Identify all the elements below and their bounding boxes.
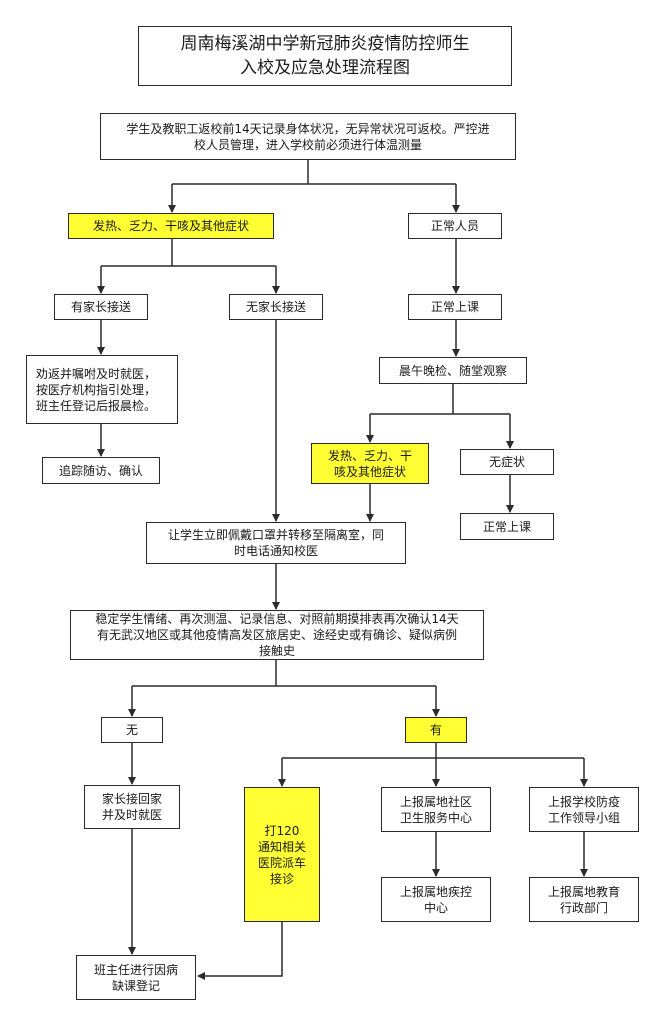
node-normal-person: 正常人员 — [408, 213, 502, 239]
node-follow-up: 追踪随访、确认 — [42, 457, 160, 484]
node-report-cdc: 上报属地疾控 中心 — [381, 877, 491, 922]
connector-symptoms1-split — [101, 239, 276, 267]
connector-daily-check-split — [370, 384, 510, 415]
node-normal-class-1: 正常上课 — [408, 294, 502, 320]
node-report-school-leader: 上报学校防疫 工作领导小组 — [529, 787, 639, 832]
node-symptoms-at-entry: 发热、乏力、干咳及其他症状 — [68, 213, 274, 239]
node-isolation: 让学生立即佩戴口罩并转移至隔离室，同 时电话通知校医 — [146, 522, 406, 564]
node-advise-medical: 劝返并嘱咐及时就医， 按医疗机构指引处理， 班主任登记后报晨检。 — [26, 355, 178, 424]
node-result-none: 无 — [101, 717, 163, 743]
node-no-parent-pickup: 无家长接送 — [229, 294, 323, 320]
node-report-education: 上报属地教育 行政部门 — [529, 877, 639, 922]
flowchart-title: 周南梅溪湖中学新冠肺炎疫情防控师生 入校及应急处理流程图 — [138, 26, 512, 86]
node-symptoms-during-school: 发热、乏力、干 咳及其他症状 — [311, 443, 429, 484]
connector-recheck-split — [132, 660, 436, 687]
node-report-community: 上报属地社区 卫生服务中心 — [381, 787, 491, 832]
node-no-symptoms: 无症状 — [460, 449, 554, 475]
node-entry-requirements: 学生及教职工返校前14天记录身体状况，无异常状况可返校。严控进 校人员管理，进入… — [100, 113, 516, 160]
node-result-yes: 有 — [405, 717, 467, 743]
node-parent-home: 家长接回家 并及时就医 — [84, 785, 180, 829]
node-recheck: 稳定学生情绪、再次测温、记录信息、对照前期摸排表再次确认14天 有无武汉地区或其… — [70, 610, 484, 660]
node-normal-class-2: 正常上课 — [460, 513, 554, 540]
node-parent-pickup: 有家长接送 — [54, 294, 148, 320]
node-absence-record: 班主任进行因病 缺课登记 — [76, 955, 196, 1000]
node-call-120: 打120 通知相关 医院派车 接诊 — [244, 787, 320, 922]
connector-entry-split — [172, 160, 456, 185]
connector-120-to-absence — [197, 922, 283, 980]
connector-yes-split — [282, 743, 584, 759]
node-daily-check: 晨午晚检、随堂观察 — [379, 357, 527, 384]
